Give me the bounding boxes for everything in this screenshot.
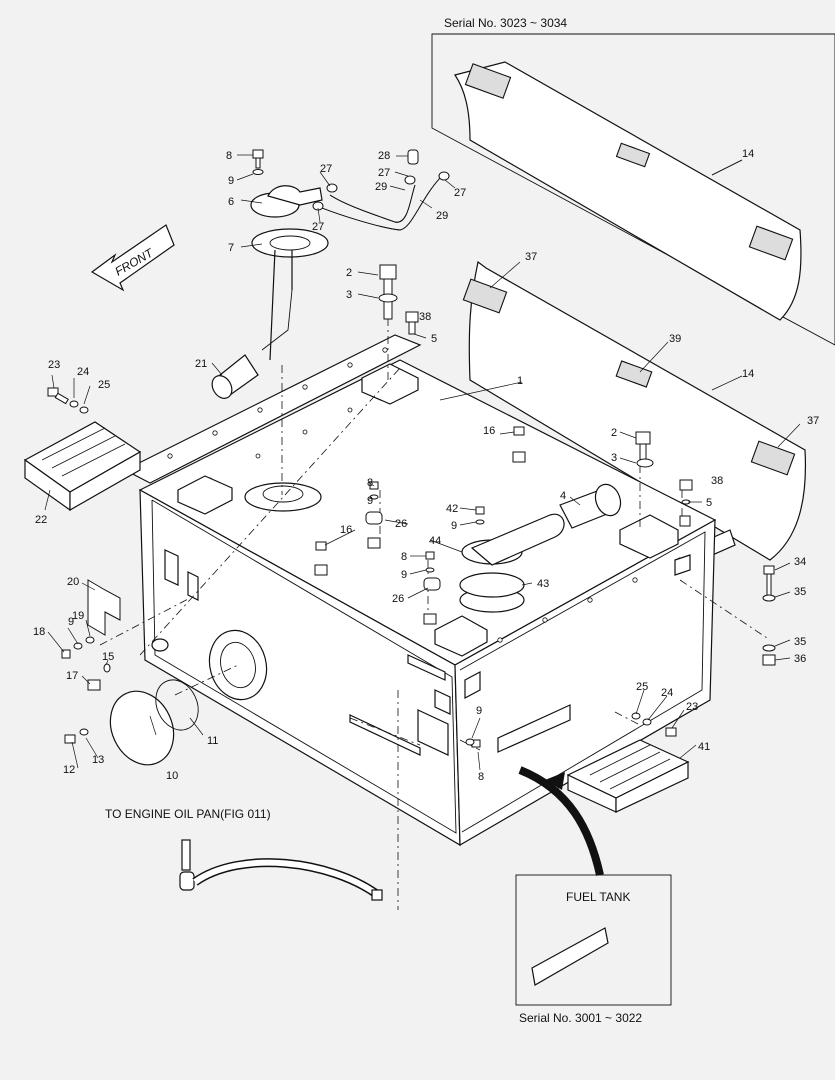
step-41 (566, 739, 690, 813)
callout: 44 (429, 535, 441, 547)
callout: 24 (77, 366, 89, 378)
callout: 13 (92, 754, 104, 766)
callout: 28 (378, 150, 390, 162)
leader-lines (44, 154, 801, 771)
callout: 24 (661, 687, 673, 699)
callout: 10 (166, 770, 178, 782)
callout: 16 (340, 524, 352, 536)
callout: 27 (378, 167, 390, 179)
serial-bottom-caption: Serial No. 3001 ~ 3022 (519, 1011, 642, 1025)
step-22 (23, 421, 142, 512)
callout: 36 (794, 653, 806, 665)
callout: 14 (742, 368, 754, 380)
hardware (47, 149, 776, 748)
serial-top-caption: Serial No. 3023 ~ 3034 (444, 16, 567, 30)
callout: 14 (742, 148, 754, 160)
callout: 19 (72, 610, 84, 622)
callout: 34 (794, 556, 806, 568)
callout: 5 (706, 497, 712, 509)
callout: 2 (346, 267, 352, 279)
front-arrow: FRONT (90, 224, 175, 292)
callout: 38 (419, 311, 431, 323)
callout: 20 (67, 576, 79, 588)
callout: 23 (686, 701, 698, 713)
fuel-tank-caption: FUEL TANK (566, 890, 630, 904)
callout: 3 (611, 452, 617, 464)
engine-oil-pan-caption: TO ENGINE OIL PAN(FIG 011) (105, 807, 271, 821)
callout: 7 (228, 242, 234, 254)
callout: 35 (794, 586, 806, 598)
callout: 1 (517, 375, 523, 387)
callout: 37 (807, 415, 819, 427)
callout: 27 (320, 163, 332, 175)
callout: 29 (436, 210, 448, 222)
callout: 26 (395, 518, 407, 530)
callout: 9 (476, 705, 482, 717)
callout: 29 (375, 181, 387, 193)
callout: 9 (451, 520, 457, 532)
callout: 8 (226, 150, 232, 162)
callout: 12 (63, 764, 75, 776)
callout: 22 (35, 514, 47, 526)
callout: 25 (98, 379, 110, 391)
callout-labels: 1 2 2 3 3 4 5 5 6 7 8 8 8 8 9 9 9 9 9 9 … (33, 148, 819, 783)
callout: 3 (346, 289, 352, 301)
callout: 11 (207, 735, 218, 747)
callout: 8 (478, 771, 484, 783)
callout: 35 (794, 636, 806, 648)
callout: 9 (401, 569, 407, 581)
fuel-tank-body (99, 300, 771, 910)
callout: 8 (401, 551, 407, 563)
callout: 5 (431, 333, 437, 345)
callout: 39 (669, 333, 681, 345)
callout: 23 (48, 359, 60, 371)
callout: 26 (392, 593, 404, 605)
callout: 27 (312, 221, 324, 233)
callout: 38 (711, 475, 723, 487)
callout: 18 (33, 626, 45, 638)
heat-shield-14 (462, 260, 807, 561)
callout: 9 (367, 495, 373, 507)
callout: 8 (367, 477, 373, 489)
callout: 37 (525, 251, 537, 263)
callout: 9 (228, 175, 234, 187)
callout: 2 (611, 427, 617, 439)
callout: 41 (698, 741, 710, 753)
callout: 9 (68, 616, 74, 628)
callout: 42 (446, 503, 458, 515)
callout: 25 (636, 681, 648, 693)
cover-plate-10 (109, 679, 199, 766)
callout: 6 (228, 196, 234, 208)
sender-assembly (211, 177, 441, 399)
callout: 17 (66, 670, 78, 682)
callout: 21 (195, 358, 207, 370)
callout: 43 (537, 578, 549, 590)
callout: 16 (483, 425, 495, 437)
callout: 15 (102, 651, 114, 663)
callout: 4 (560, 490, 566, 502)
top-serial-panel (431, 33, 835, 346)
callout: 27 (454, 187, 466, 199)
bottom-serial-panel (515, 766, 672, 1006)
oil-pan-hose (179, 839, 383, 901)
